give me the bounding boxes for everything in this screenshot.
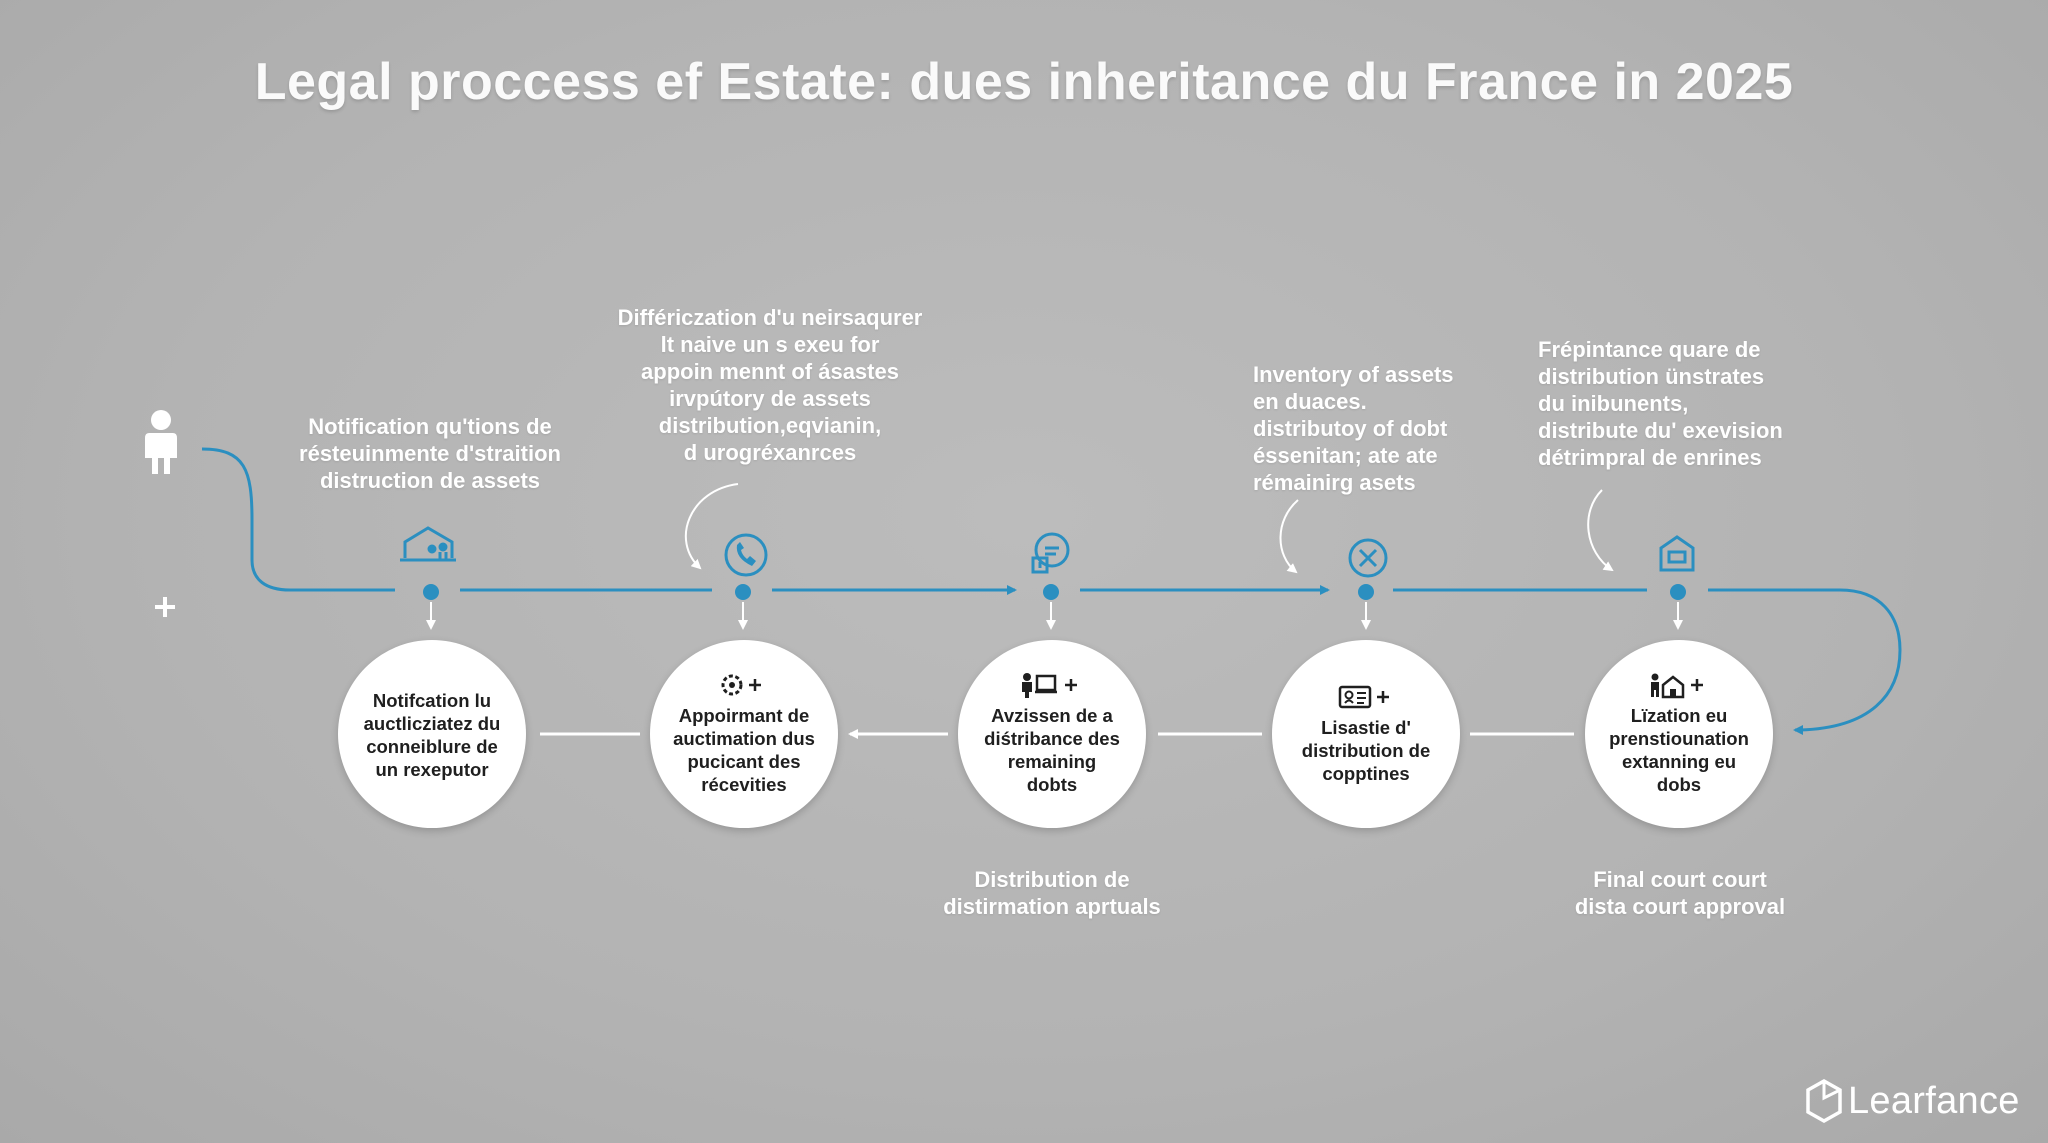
collapse-arrows-icon <box>1348 538 1388 578</box>
note-line: éssenitan; ate ate <box>1253 443 1438 468</box>
plus-icon <box>155 597 175 617</box>
step-line: distribution de <box>1301 739 1431 761</box>
note-line: Notification qu'tions de <box>308 414 552 439</box>
step-circle-1: Notifcation lu auctlicziatez du conneibl… <box>338 640 526 828</box>
logo-text: Learfance <box>1848 1079 2020 1122</box>
step-circle-5: Lïzation eu prenstiounation extanning eu… <box>1585 640 1773 828</box>
page-title: Legal proccess ef Estate: dues inheritan… <box>254 53 1794 111</box>
step-circle-4: Lisastie d' distribution de copptines <box>1272 640 1460 828</box>
note-line: irvpútory de assets <box>669 386 871 411</box>
step-label: Lisastie d' distribution de copptines <box>1302 716 1430 785</box>
note-line: Inventory of assets <box>1253 362 1454 387</box>
start-connector <box>201 447 395 592</box>
people-house-plus-icon <box>1649 668 1709 702</box>
step-circle-2: Appoirmant de auctimation dus pucicant d… <box>650 640 838 828</box>
timeline-dot <box>1358 584 1374 600</box>
note-line: distirmation aprtuals <box>943 894 1161 919</box>
step-line: diśtribance des <box>984 728 1120 749</box>
step-label: Notifcation lu auctlicziatez du conneibl… <box>364 689 501 781</box>
loop-connector <box>1708 588 1902 735</box>
timeline-dot <box>735 584 751 600</box>
step-line: copptines <box>1322 762 1410 784</box>
person-icon <box>145 410 177 474</box>
top-note-4: Frépintance quare de distribution ünstra… <box>1538 336 1818 471</box>
note-line: d urogréxanrces <box>683 440 857 465</box>
note-line: dista court approval <box>1574 894 1786 919</box>
bottom-note-1: Distribution de distirmation aprtuals <box>902 866 1202 920</box>
note-line: Différiczation d'u neirsaqurer <box>617 305 923 330</box>
step-line: Notifcation lu <box>372 690 492 711</box>
note-line: Frépintance quare de <box>1538 337 1761 362</box>
step-line: dobts <box>1026 774 1078 795</box>
note-line: en duaces. <box>1253 389 1367 414</box>
step-label: Lïzation eu prenstiounation extanning eu… <box>1609 704 1749 796</box>
step-line: auctlicziatez du <box>363 713 501 734</box>
hexagon-logo-icon <box>1806 1078 1842 1124</box>
step-line: dobs <box>1656 774 1702 795</box>
note-line: détrimpral de enrines <box>1538 445 1762 470</box>
note-line: appoin mennt of ásastes <box>641 359 899 384</box>
curved-pointer <box>1587 489 1614 572</box>
timeline-dot <box>1670 584 1686 600</box>
curved-pointer <box>684 483 739 570</box>
curved-pointer <box>1279 499 1299 574</box>
step-line: Lisastie d' <box>1321 716 1411 738</box>
note-line: du inibunents, <box>1538 391 1689 416</box>
step-line: Lïzation eu <box>1630 705 1728 726</box>
step-line: prenstiounation <box>1609 728 1749 749</box>
brand-logo: Learfance <box>1804 1078 2020 1124</box>
top-note-3: Inventory of assets en duaces. distribut… <box>1253 361 1493 496</box>
gear-plus-icon <box>717 668 771 702</box>
step-circle-3: Avzissen de a diśtribance des remaining … <box>958 640 1146 828</box>
chat-document-icon <box>1031 532 1070 574</box>
bottom-note-2: Final court court dista court approval <box>1530 866 1830 920</box>
step-line: extanning eu <box>1621 751 1737 772</box>
note-line: Distribution de <box>974 867 1130 892</box>
step-line: conneiblure de <box>366 736 498 757</box>
timeline-dot <box>1043 584 1059 600</box>
id-card-plus-icon <box>1337 680 1395 714</box>
timeline-dot <box>423 584 439 600</box>
person-screen-plus-icon <box>1019 668 1085 702</box>
top-note-1: Notification qu'tions de résteuinmente d… <box>280 413 580 494</box>
step-label: Appoirmant de auctimation dus pucicant d… <box>673 704 815 796</box>
step-label: Avzissen de a diśtribance des remaining … <box>984 704 1120 796</box>
note-line: distruction de assets <box>319 468 541 493</box>
note-line: résteuinmente d'straition <box>299 441 561 466</box>
note-line: distributoy of dobt <box>1253 416 1448 441</box>
step-line: Appoirmant de <box>678 705 810 726</box>
step-line: Avzissen de a <box>991 705 1113 726</box>
house-outline-icon <box>1659 535 1695 572</box>
step-line: remaining <box>1007 751 1097 772</box>
step-line: un rexeputor <box>375 759 489 780</box>
phone-icon <box>724 533 768 577</box>
note-line: distribution ünstrates <box>1538 364 1765 389</box>
note-line: distribution,eqvianin, <box>658 413 882 438</box>
note-line: lt naive un s exeu for <box>660 332 880 357</box>
step-line: récevities <box>701 774 787 795</box>
step-line: auctimation dus <box>673 728 815 749</box>
note-line: distribute du' exevision <box>1538 418 1783 443</box>
note-line: rémainirg asets <box>1253 470 1416 495</box>
note-line: Final court court <box>1593 867 1767 892</box>
step-line: pucicant des <box>687 751 801 772</box>
top-note-2: Différiczation d'u neirsaqurer lt naive … <box>595 304 945 466</box>
house-with-people-icon <box>400 526 456 562</box>
